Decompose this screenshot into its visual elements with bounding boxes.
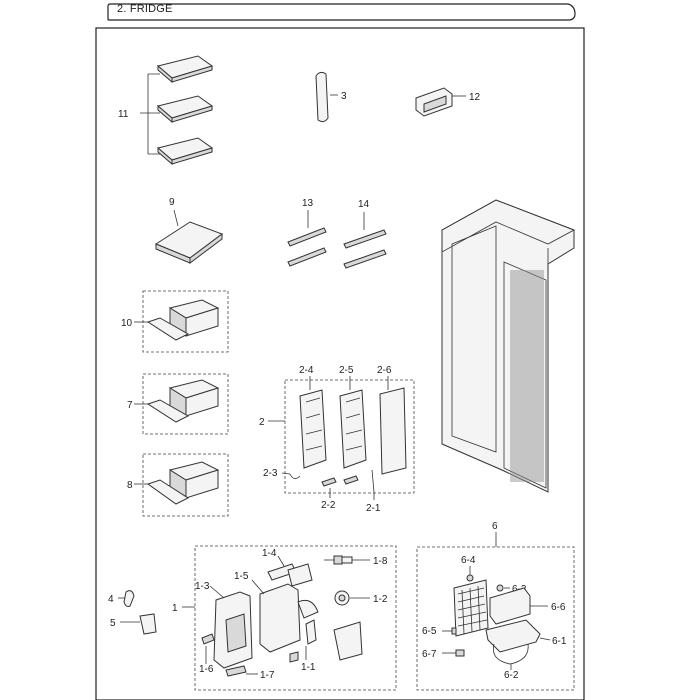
label-14: 14	[358, 199, 370, 210]
part-2-6	[379, 376, 407, 475]
part-10	[134, 299, 220, 341]
label-6-1: 6-1	[552, 636, 567, 647]
part-1-5	[251, 579, 319, 653]
label-2-6: 2-6	[377, 365, 392, 376]
part-13-rails	[287, 210, 327, 267]
part-1-1	[289, 619, 317, 663]
label-6-6: 6-6	[551, 602, 566, 613]
label-2-3: 2-3	[263, 468, 278, 479]
part-1-4	[267, 555, 313, 587]
label-12: 12	[469, 92, 481, 103]
part-2-4	[299, 376, 327, 469]
section-tab-outline	[107, 3, 576, 21]
part-5	[120, 613, 157, 635]
label-1-6: 1-6	[199, 664, 214, 675]
label-11: 11	[118, 109, 129, 120]
label-10: 10	[121, 318, 133, 329]
part-8	[134, 461, 220, 505]
part-3	[315, 71, 338, 123]
label-2-2: 2-2	[321, 500, 336, 511]
label-1-8: 1-8	[373, 556, 388, 567]
part-8-group	[142, 453, 229, 517]
part-1-3	[209, 585, 253, 669]
part-2-3	[281, 472, 301, 479]
label-6: 6	[492, 521, 498, 532]
part-4	[118, 590, 135, 607]
label-1-7: 1-7	[260, 670, 275, 681]
part-6-1	[485, 619, 551, 653]
part-1-panel	[333, 621, 363, 661]
label-7: 7	[127, 400, 133, 411]
part-1-6	[201, 633, 215, 664]
label-13: 13	[302, 198, 314, 209]
part-6-6	[489, 587, 548, 625]
section-title: 2. FRIDGE	[117, 3, 173, 15]
label-2-1: 2-1	[366, 503, 381, 514]
part-1-group	[194, 545, 397, 691]
label-6-5: 6-5	[422, 626, 437, 637]
part-10-group	[142, 290, 229, 353]
part-1-8	[324, 555, 370, 565]
label-1-5: 1-5	[234, 571, 249, 582]
diagram-frame	[95, 27, 585, 700]
label-3: 3	[341, 91, 347, 102]
label-6-7: 6-7	[422, 649, 437, 660]
part-11-shelves	[140, 55, 214, 166]
part-2-5	[339, 376, 367, 469]
part-1-2	[334, 590, 370, 606]
part-14-rails	[343, 212, 387, 269]
label-1-4: 1-4	[262, 548, 277, 559]
part-2-2	[321, 475, 359, 498]
part-12	[415, 87, 466, 117]
label-8: 8	[127, 480, 133, 491]
part-7	[134, 379, 220, 423]
part-1-7	[225, 665, 258, 677]
part-6-7	[442, 649, 465, 657]
label-6-4: 6-4	[461, 555, 476, 566]
part-2-1	[371, 469, 375, 500]
label-2-5: 2-5	[339, 365, 354, 376]
fridge-cabinet	[441, 199, 575, 493]
part-9	[154, 209, 224, 264]
section-tab: 2. FRIDGE	[0, 0, 700, 24]
label-4: 4	[108, 594, 114, 605]
label-1-2: 1-2	[373, 594, 388, 605]
label-6-2: 6-2	[504, 670, 519, 681]
label-1-1: 1-1	[301, 662, 316, 673]
label-2: 2	[259, 417, 265, 428]
part-6-grille	[453, 579, 489, 637]
label-9: 9	[169, 197, 175, 208]
label-5: 5	[110, 618, 116, 629]
part-6-4	[466, 566, 474, 582]
part-6-3	[496, 584, 510, 592]
part-6-5	[442, 627, 457, 635]
part-2-group	[284, 379, 415, 494]
label-2-4: 2-4	[299, 365, 314, 376]
label-1: 1	[172, 603, 178, 614]
part-6-2	[492, 643, 529, 670]
label-1-3: 1-3	[195, 581, 210, 592]
